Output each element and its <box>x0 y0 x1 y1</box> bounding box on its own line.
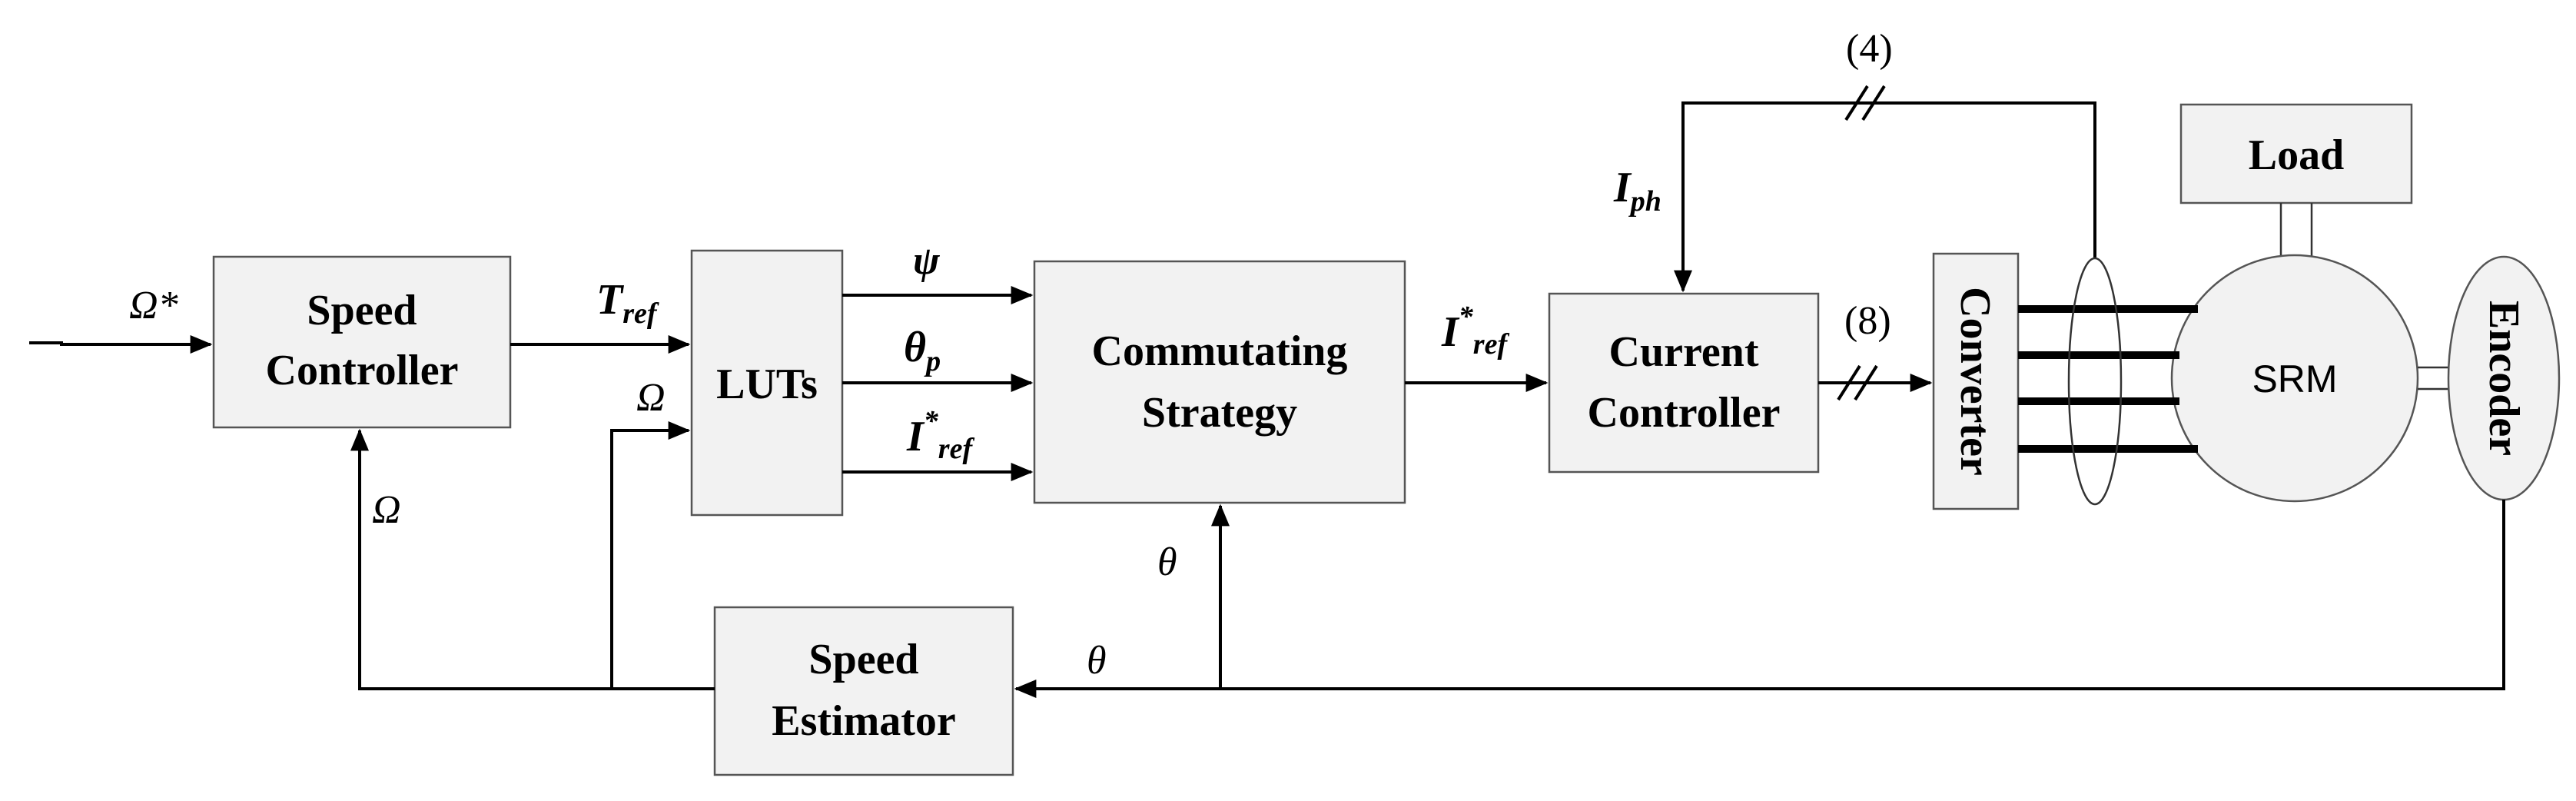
theta-estimator-label: θ <box>1087 639 1107 683</box>
srm-motor: SRM <box>2170 254 2419 503</box>
converter-block: Converter <box>1932 252 2020 510</box>
t-ref-label: Tref <box>596 276 659 330</box>
current-controller-label-1: Current <box>1609 328 1759 376</box>
bus-slash-4a <box>1844 85 1869 121</box>
speed-controller-label-2: Controller <box>266 347 459 394</box>
speed-controller-block: Speed Controller <box>212 255 512 429</box>
speed-controller-label-1: Speed <box>307 287 417 334</box>
current-sensor <box>2067 257 2123 506</box>
encoder-shaft <box>2418 366 2450 391</box>
encoder-block: Encoder <box>2447 255 2561 501</box>
theta-to-estimator-arrow <box>1014 500 2505 698</box>
load-shaft <box>2279 203 2313 261</box>
omega-feedback-arrow <box>350 428 715 690</box>
speed-estimator-label-1: Speed <box>808 636 918 683</box>
current-controller-block: Current Controller <box>1548 292 1820 474</box>
converter-label: Converter <box>1951 287 1999 476</box>
luts-label: LUTs <box>716 361 818 408</box>
theta-commutating-label: θ <box>1157 540 1177 584</box>
speed-estimator-label-2: Estimator <box>772 697 956 745</box>
commutating-strategy-block: Commutating Strategy <box>1033 260 1406 504</box>
phase-lines <box>2018 305 2198 453</box>
omega-star-label: Ω* <box>129 284 178 327</box>
load-block: Load <box>2179 103 2413 204</box>
commutating-strategy-label-2: Strategy <box>1142 389 1297 437</box>
i-ref-lut-label: I*ref <box>906 405 974 465</box>
count-4-label: (4) <box>1846 27 1893 71</box>
i-ph-feedback-arrow <box>1674 101 2096 293</box>
luts-block: LUTs <box>690 249 844 517</box>
omega-to-luts-arrow <box>610 421 691 689</box>
load-label: Load <box>2249 131 2345 179</box>
speed-estimator-block: Speed Estimator <box>713 606 1014 776</box>
bus-slash-4b <box>1861 85 1886 121</box>
bus-slash-8a <box>1837 364 1861 401</box>
i-ref-label: I*ref <box>1441 301 1509 361</box>
omega-feedback-label: Ω <box>372 488 401 532</box>
theta-p-label: θp <box>904 324 941 377</box>
omega-star-input-arrow <box>29 335 213 354</box>
bus-slash-8b <box>1854 364 1878 401</box>
i-ph-label: Iph <box>1613 164 1661 218</box>
commutating-strategy-label-1: Commutating <box>1092 327 1348 375</box>
srm-label: SRM <box>2252 357 2337 400</box>
current-controller-label-2: Controller <box>1588 389 1781 437</box>
omega-luts-label: Ω <box>636 376 666 420</box>
count-8-label: (8) <box>1844 299 1891 343</box>
psi-label: ψ <box>913 239 941 283</box>
encoder-label: Encoder <box>2480 301 2528 456</box>
